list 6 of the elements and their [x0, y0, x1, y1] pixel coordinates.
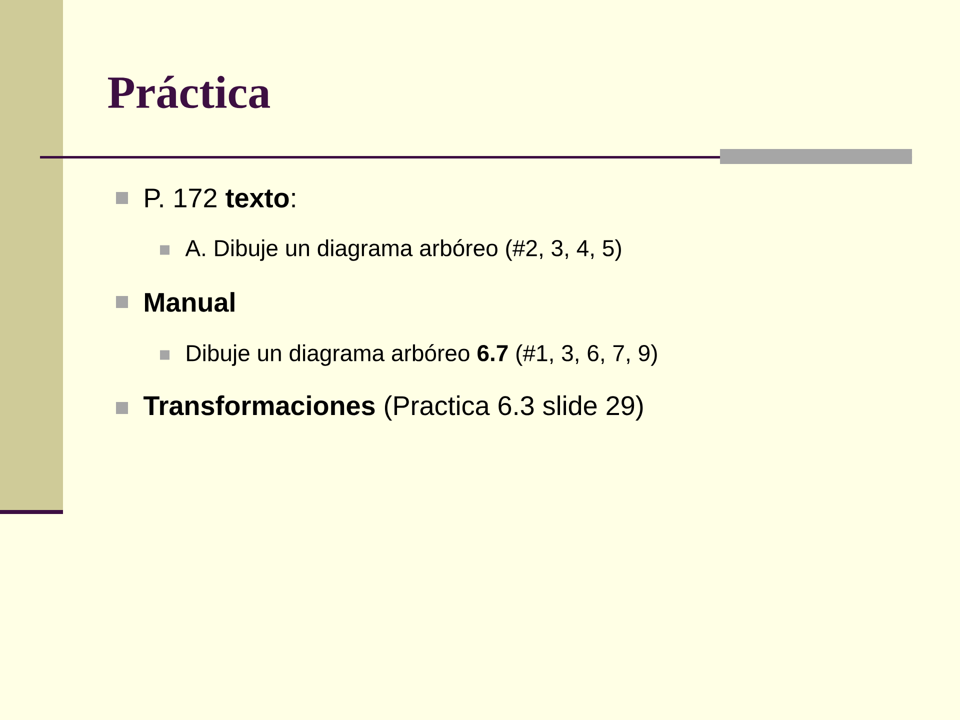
bullet-text: Manual	[145, 292, 234, 312]
bullet-text: Dibuje un diagrama arbóreo 6.7 (#1, 3, 6, 7, 9)	[187, 344, 657, 366]
bullet-text: A. Dibuje un diagrama arbóreo (#2, 3, 4, 5)	[185, 239, 621, 261]
bullet-text: Transformaciones (Practica 6.3 slide 29)	[144, 395, 643, 421]
bullet-text: P. 172 texto:	[145, 188, 295, 208]
slide-title: Práctica	[108, 76, 270, 108]
